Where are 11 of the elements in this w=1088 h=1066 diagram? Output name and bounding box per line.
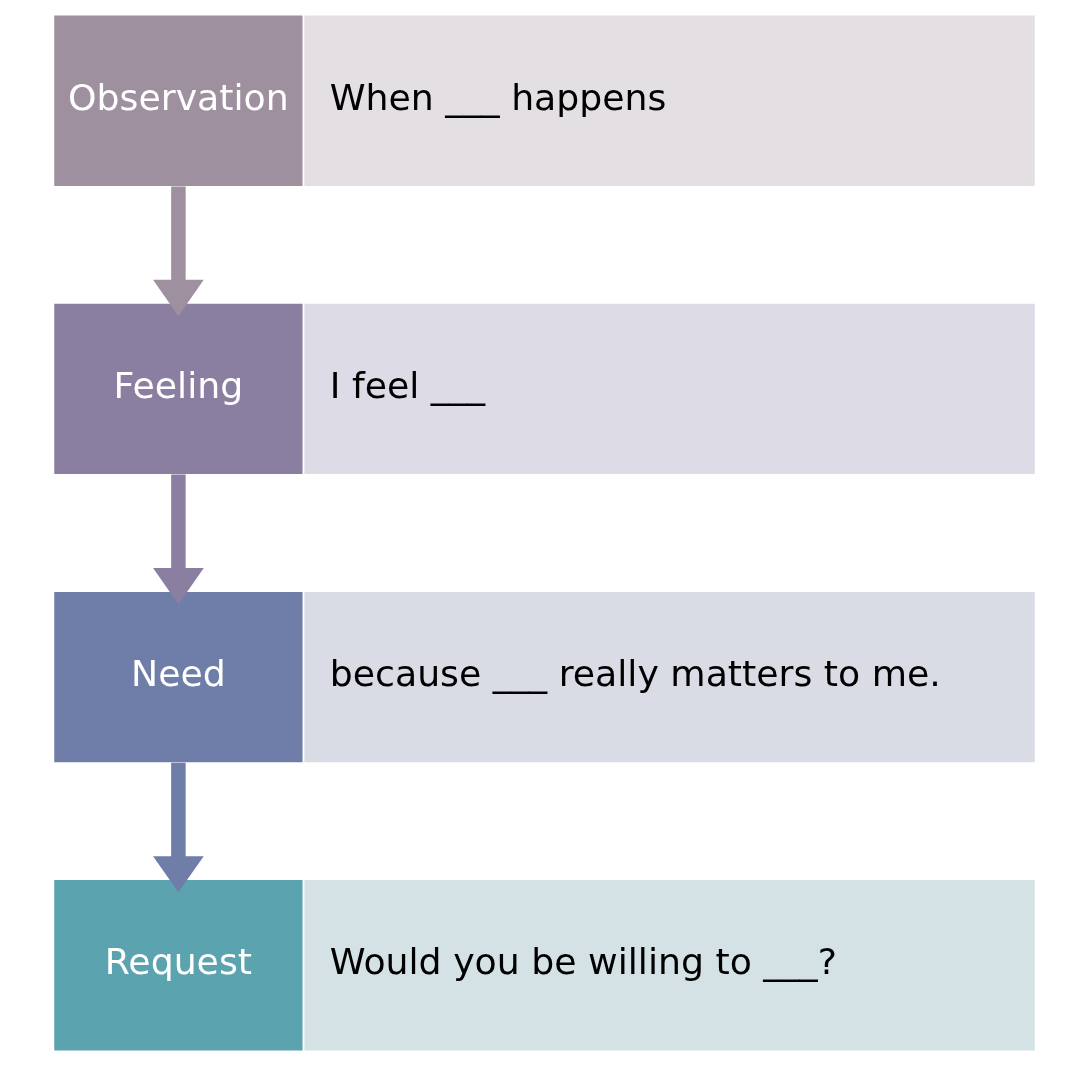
arrow <box>152 474 204 605</box>
node-box: Request <box>53 880 303 1051</box>
arrow <box>152 762 204 893</box>
node-box: Observation <box>53 15 303 186</box>
node-box: because ___ really matters to me. <box>303 591 1035 763</box>
node-box: Feeling <box>53 303 303 475</box>
node-box: When ___ happens <box>303 15 1035 186</box>
node-box: Need <box>53 591 303 763</box>
node-box: Would you be willing to ___? <box>303 880 1035 1051</box>
node-box: I feel ___ <box>303 303 1035 475</box>
arrow <box>152 186 204 316</box>
